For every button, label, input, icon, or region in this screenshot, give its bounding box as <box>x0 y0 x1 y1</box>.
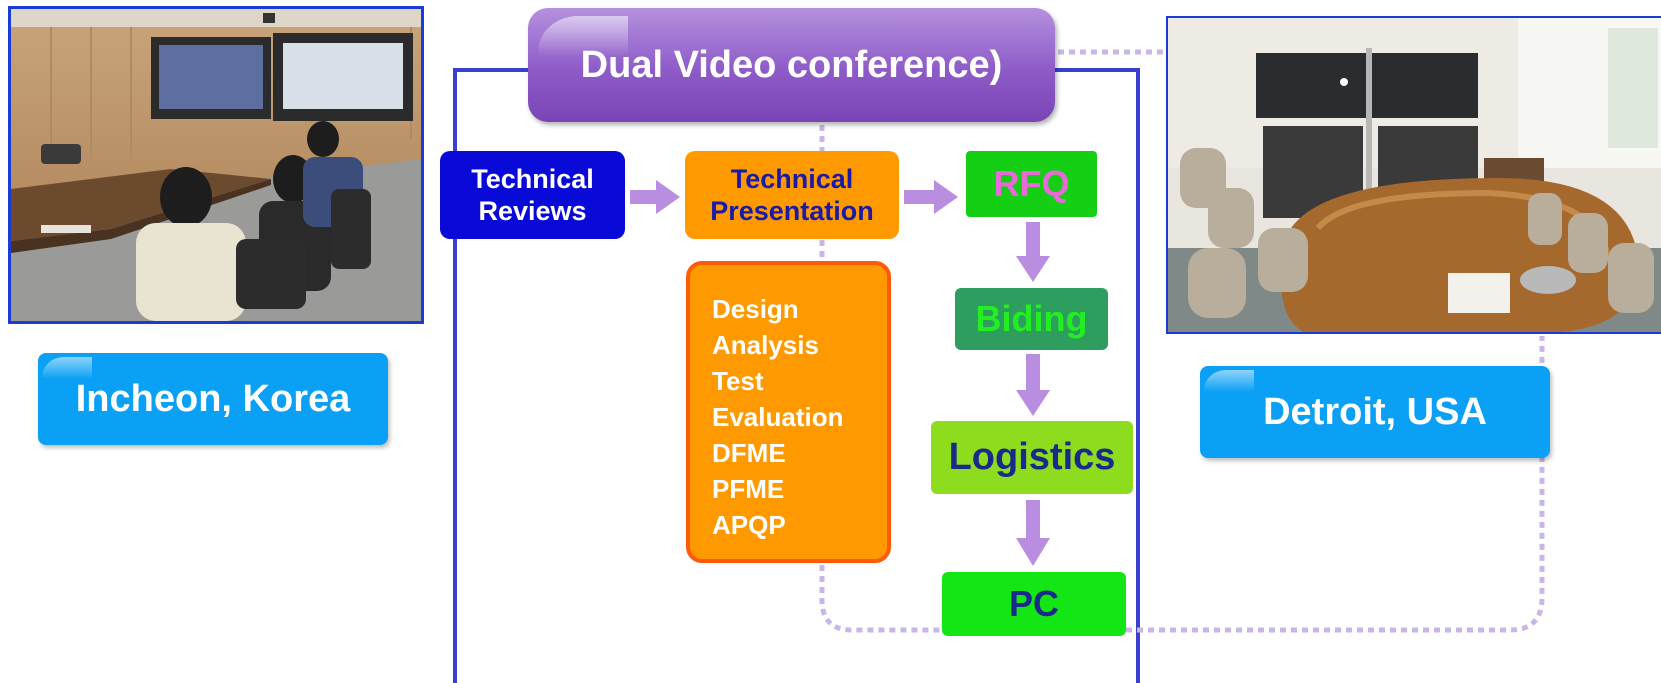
activity-item: PFME <box>712 474 785 504</box>
title-text: Dual Video conference) <box>580 43 1003 86</box>
arrow-down-icon <box>1016 500 1050 566</box>
dotted-connector <box>819 565 942 633</box>
box-label-line: Presentation <box>710 196 874 226</box>
rfq-label: RFQ <box>993 163 1070 205</box>
activity-item: Design <box>712 294 799 324</box>
biding-box: Biding <box>955 288 1108 350</box>
activities-list: Design Analysis Test Evaluation DFME PFM… <box>686 261 891 563</box>
box-label-line: Technical <box>471 163 594 194</box>
location-text: Incheon, Korea <box>75 377 351 420</box>
solid-frame-line <box>1055 68 1140 683</box>
activity-item: Analysis <box>712 330 819 360</box>
arrow-right-icon <box>630 180 680 214</box>
pc-label: PC <box>1008 583 1059 625</box>
activity-item: APQP <box>712 510 786 540</box>
activity-item: Test <box>712 366 764 396</box>
arrow-down-icon <box>1016 354 1050 416</box>
technical-reviews-box: Technical Reviews <box>440 151 625 239</box>
incheon-conference-room-photo <box>8 6 424 324</box>
activity-item: DFME <box>712 438 786 468</box>
location-label-incheon: Incheon, Korea <box>38 353 388 445</box>
solid-frame-line <box>453 68 528 683</box>
logistics-label: Logistics <box>948 435 1116 478</box>
rfq-box: RFQ <box>966 151 1097 217</box>
pc-box: PC <box>942 572 1126 636</box>
arrow-right-icon <box>904 180 958 214</box>
dotted-connector <box>1126 336 1545 633</box>
location-label-detroit: Detroit, USA <box>1200 366 1550 458</box>
activity-item: Evaluation <box>712 402 844 432</box>
location-text: Detroit, USA <box>1263 390 1487 433</box>
detroit-conference-room-photo <box>1166 16 1661 334</box>
arrow-down-icon <box>1016 222 1050 282</box>
biding-label: Biding <box>975 298 1088 340</box>
page-title: Dual Video conference) <box>528 8 1055 122</box>
logistics-box: Logistics <box>931 421 1133 494</box>
box-label-line: Technical <box>730 163 854 194</box>
box-label-line: Reviews <box>478 196 587 226</box>
technical-presentation-box: Technical Presentation <box>685 151 899 239</box>
